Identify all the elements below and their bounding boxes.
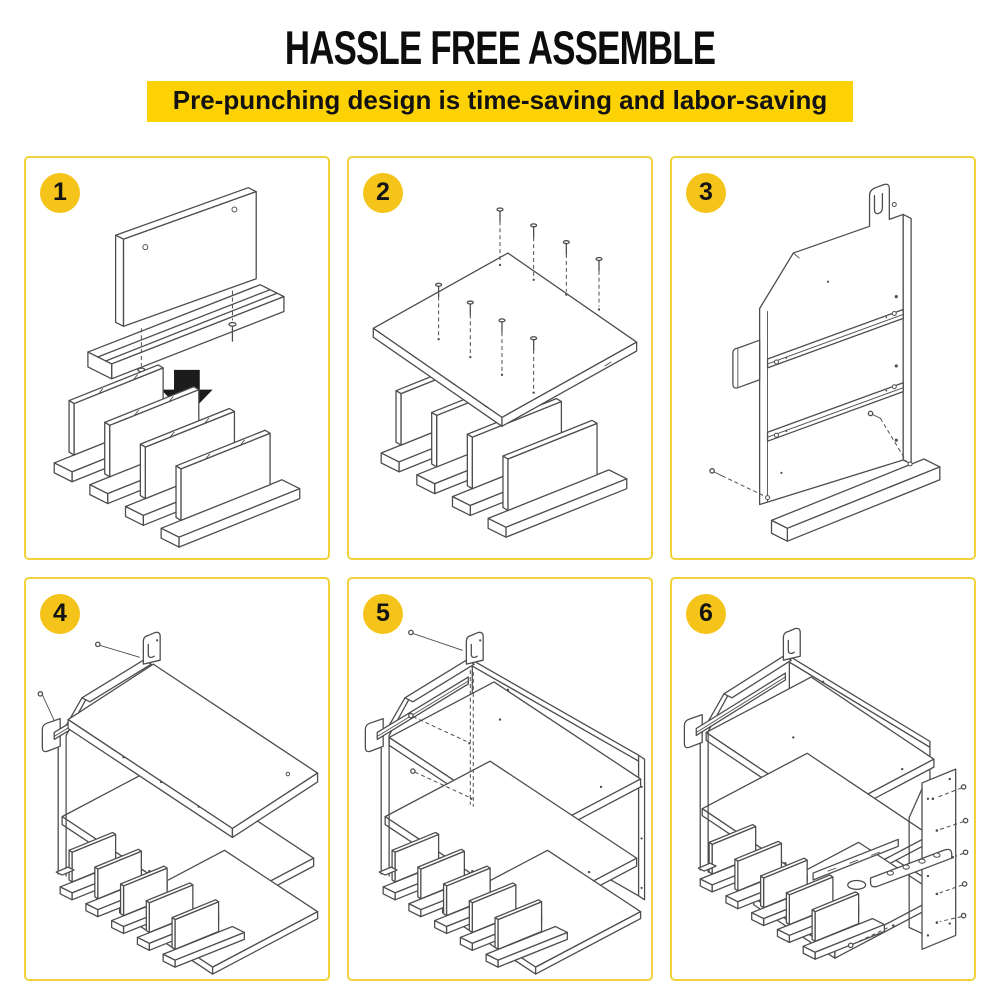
- t-dividers: [59, 831, 245, 968]
- step-4-illustration: [37, 631, 319, 975]
- t-dividers-assembled: [53, 363, 301, 548]
- step-4-badge: 4: [40, 593, 80, 634]
- side-panel: [683, 627, 801, 873]
- step-5-badge: 5: [363, 593, 403, 634]
- bracket-arm-end: [732, 339, 761, 389]
- assembly-step-panel-4: 4: [24, 576, 330, 981]
- t-dividers: [380, 353, 628, 538]
- lower-rail: [766, 381, 904, 442]
- joint-guide-line: [469, 669, 474, 807]
- screws: [847, 783, 969, 948]
- screws: [408, 629, 473, 800]
- t-dividers: [382, 831, 568, 968]
- divider-board-exploded: [114, 186, 257, 327]
- side-panel-with-hook: [758, 183, 912, 505]
- assembly-step-panel-5: 5: [347, 576, 653, 981]
- subtitle-row: Pre-punching design is time-saving and l…: [0, 81, 1000, 122]
- step-1-badge: 1: [40, 172, 80, 213]
- bracket-arm: [869, 848, 953, 888]
- screws: [709, 410, 913, 500]
- screws: [37, 641, 140, 721]
- step-3-badge: 3: [686, 172, 726, 213]
- cleat-rail: [812, 838, 899, 890]
- t-dividers: [699, 823, 886, 960]
- step-5-illustration: [364, 629, 646, 975]
- page-title: HASSLE FREE ASSEMBLE: [284, 21, 716, 74]
- steps-grid: 1: [24, 155, 976, 981]
- step-6-illustration: [683, 627, 969, 960]
- step-3-illustration: [709, 183, 941, 542]
- step-2-badge: 2: [363, 172, 403, 213]
- upper-rail: [766, 308, 904, 369]
- step-2-illustration: [372, 206, 638, 538]
- step-1-illustration: [53, 186, 301, 548]
- subtitle-highlight: Pre-punching design is time-saving and l…: [146, 81, 854, 122]
- top-shelf-inserting: [67, 663, 319, 838]
- screws: [434, 206, 603, 394]
- step-6-badge: 6: [686, 593, 726, 634]
- bottom-bar: [770, 457, 941, 542]
- assembly-step-panel-2: 2: [347, 155, 653, 560]
- assembly-step-panel-6: 6: [670, 576, 976, 981]
- base-rail: [87, 283, 285, 380]
- assembly-step-panel-1: 1: [24, 155, 330, 560]
- side-panel: [364, 631, 484, 877]
- assembly-step-panel-3: 3: [670, 155, 976, 560]
